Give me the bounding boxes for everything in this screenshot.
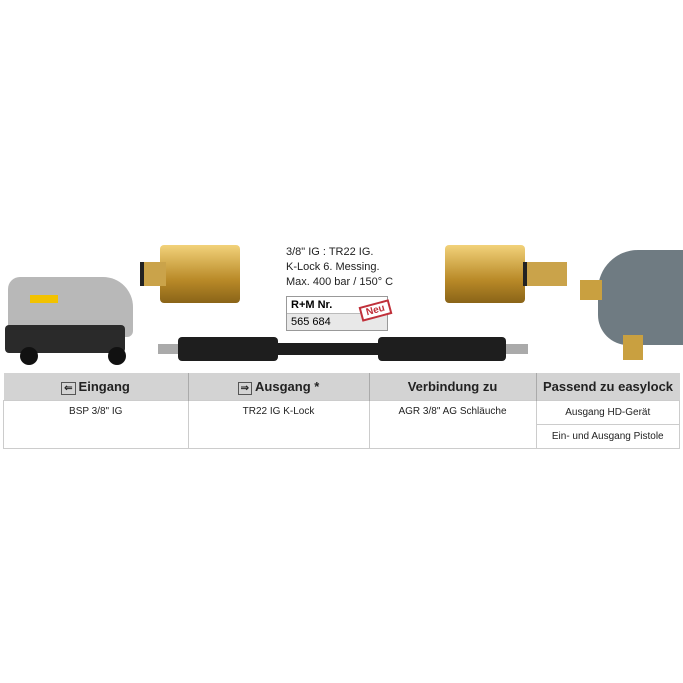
outlet-icon: ⇒ — [237, 382, 253, 395]
cell-verbindung: AGR 3/8" AG Schläuche — [368, 400, 537, 449]
table-row: BSP 3/8" IG TR22 IG K-Lock AGR 3/8" AG S… — [3, 400, 680, 449]
spec-line-1: 3/8" IG : TR22 IG. — [286, 246, 374, 258]
cell-eingang: BSP 3/8" IG — [3, 400, 189, 449]
table-row: Ein- und Ausgang Pistole — [4, 424, 680, 449]
header-verbindung: Verbindung zu — [369, 373, 537, 401]
table-header: ⇐Eingang ⇒Ausgang * Verbindung zu Passen… — [3, 373, 680, 401]
cell-passend-2: Ein- und Ausgang Pistole — [535, 424, 680, 449]
header-passend: Passend zu easylock — [536, 373, 680, 401]
header-ausgang: ⇒Ausgang * — [188, 373, 370, 401]
spray-gun-image — [578, 240, 683, 365]
inlet-icon: ⇐ — [61, 382, 76, 395]
spec-line-3: Max. 400 bar / 150° C — [286, 276, 394, 288]
spec-text: 3/8" IG : TR22 IG. K-Lock 6. Messing. Ma… — [286, 245, 393, 290]
header-eingang: ⇐Eingang — [3, 373, 189, 401]
brass-fitting-right — [445, 245, 525, 303]
pressure-washer-image — [0, 255, 135, 367]
brass-fitting-left — [160, 245, 240, 303]
cell-passend-1: Ausgang HD-Gerät — [535, 400, 680, 425]
spec-line-2: K-Lock 6. Messing. — [286, 261, 380, 273]
spec-table: ⇐Eingang ⇒Ausgang * Verbindung zu Passen… — [3, 373, 680, 449]
cell-ausgang: TR22 IG K-Lock — [187, 400, 370, 449]
hose-image — [158, 335, 528, 363]
